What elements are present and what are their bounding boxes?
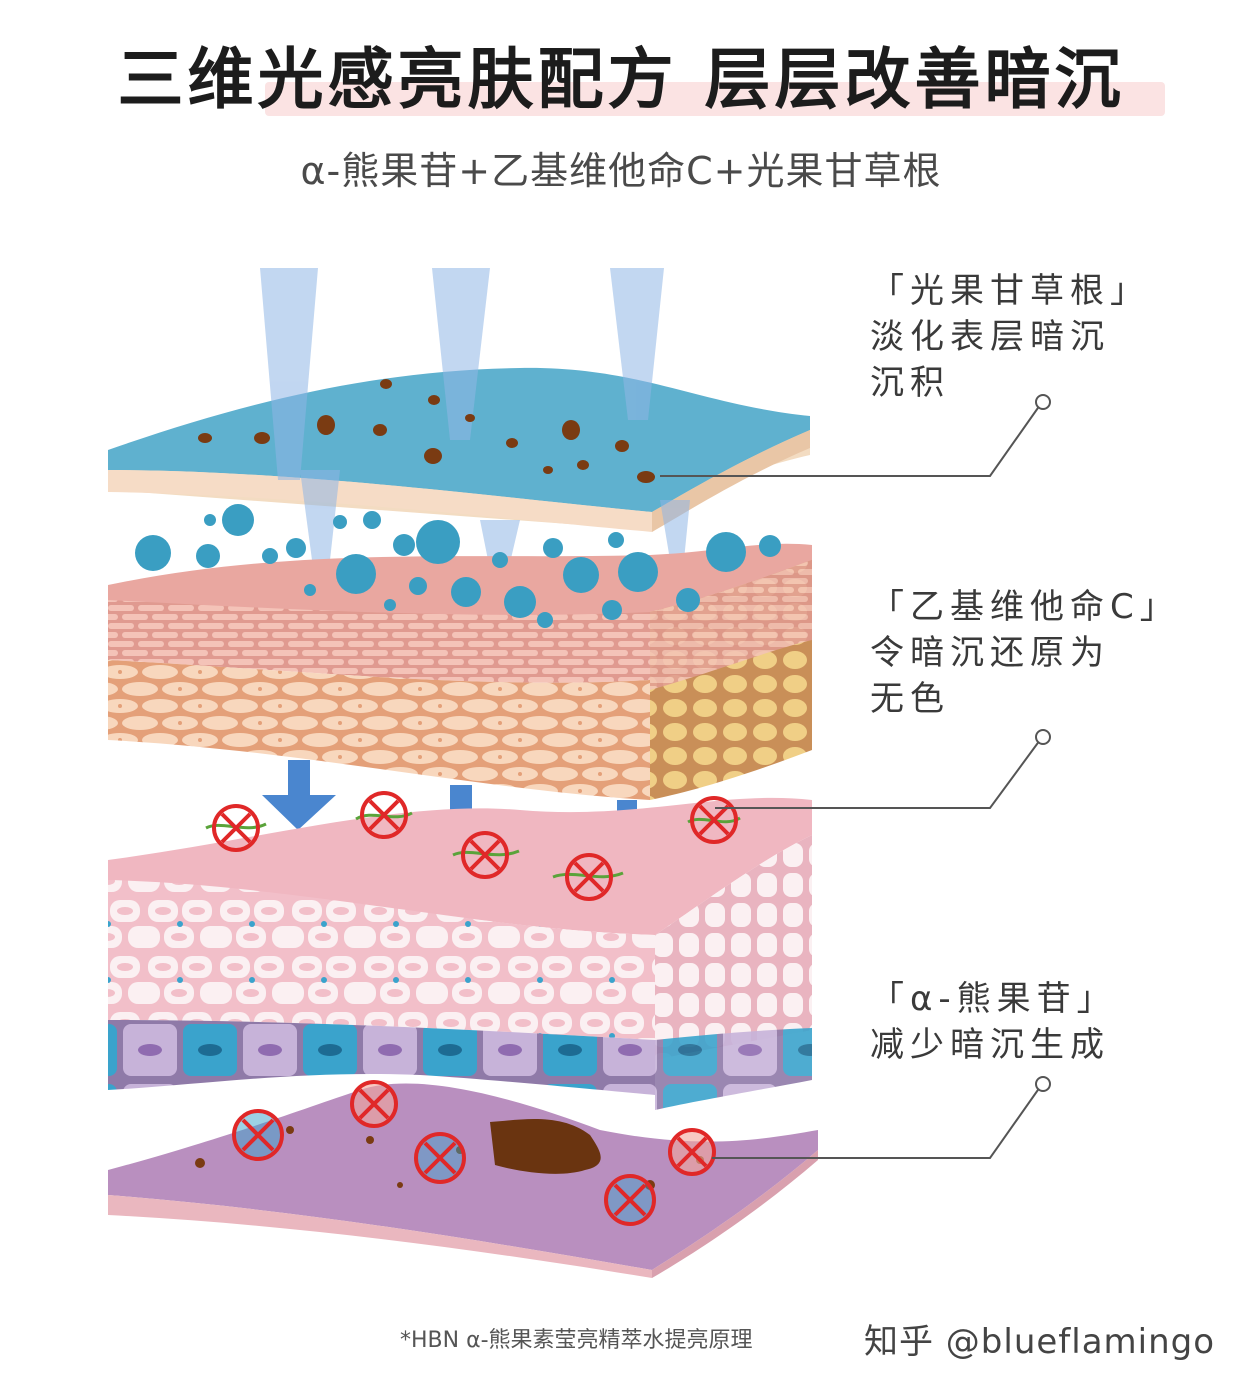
watermark: 知乎 @blueflamingo [864,1322,1216,1362]
dermis-block [108,797,812,1110]
callout-vitamin-c-desc-2: 无色 [870,679,950,719]
callout-arbutin-name: 「α-熊果苷」 [870,979,1117,1019]
callout-licorice-desc-2: 沉积 [870,363,950,403]
callout-arbutin: 「α-熊果苷」 减少暗沉生成 [870,976,1117,1068]
page-title: 三维光感亮肤配方 层层改善暗沉 [117,41,1125,118]
ingredients-subtitle: α-熊果苷+乙基维他命C+光果甘草根 [300,149,942,193]
inhibit-symbols-lower [232,1080,716,1226]
header: 三维光感亮肤配方 层层改善暗沉 [0,30,1242,140]
callout-lines [660,394,1051,1159]
title-highlight [265,82,1165,116]
callout-vitamin-c-name: 「乙基维他命C」 [870,587,1180,627]
callout-licorice-name: 「光果甘草根」 [870,271,1150,311]
serum-droplets [135,504,781,628]
footnote: *HBN α-熊果素莹亮精萃水提亮原理 [400,1328,753,1353]
callout-licorice: 「光果甘草根」 淡化表层暗沉 沉积 [870,268,1150,406]
inhibit-symbols-upper [205,791,741,901]
callout-arbutin-desc: 减少暗沉生成 [870,1025,1110,1065]
callout-licorice-desc-1: 淡化表层暗沉 [870,317,1110,357]
callout-vitamin-c: 「乙基维他命C」 令暗沉还原为 无色 [870,584,1180,722]
callout-vitamin-c-desc-1: 令暗沉还原为 [870,633,1110,673]
surface-melanin-spots [198,379,655,483]
bottom-layer [108,1083,818,1278]
